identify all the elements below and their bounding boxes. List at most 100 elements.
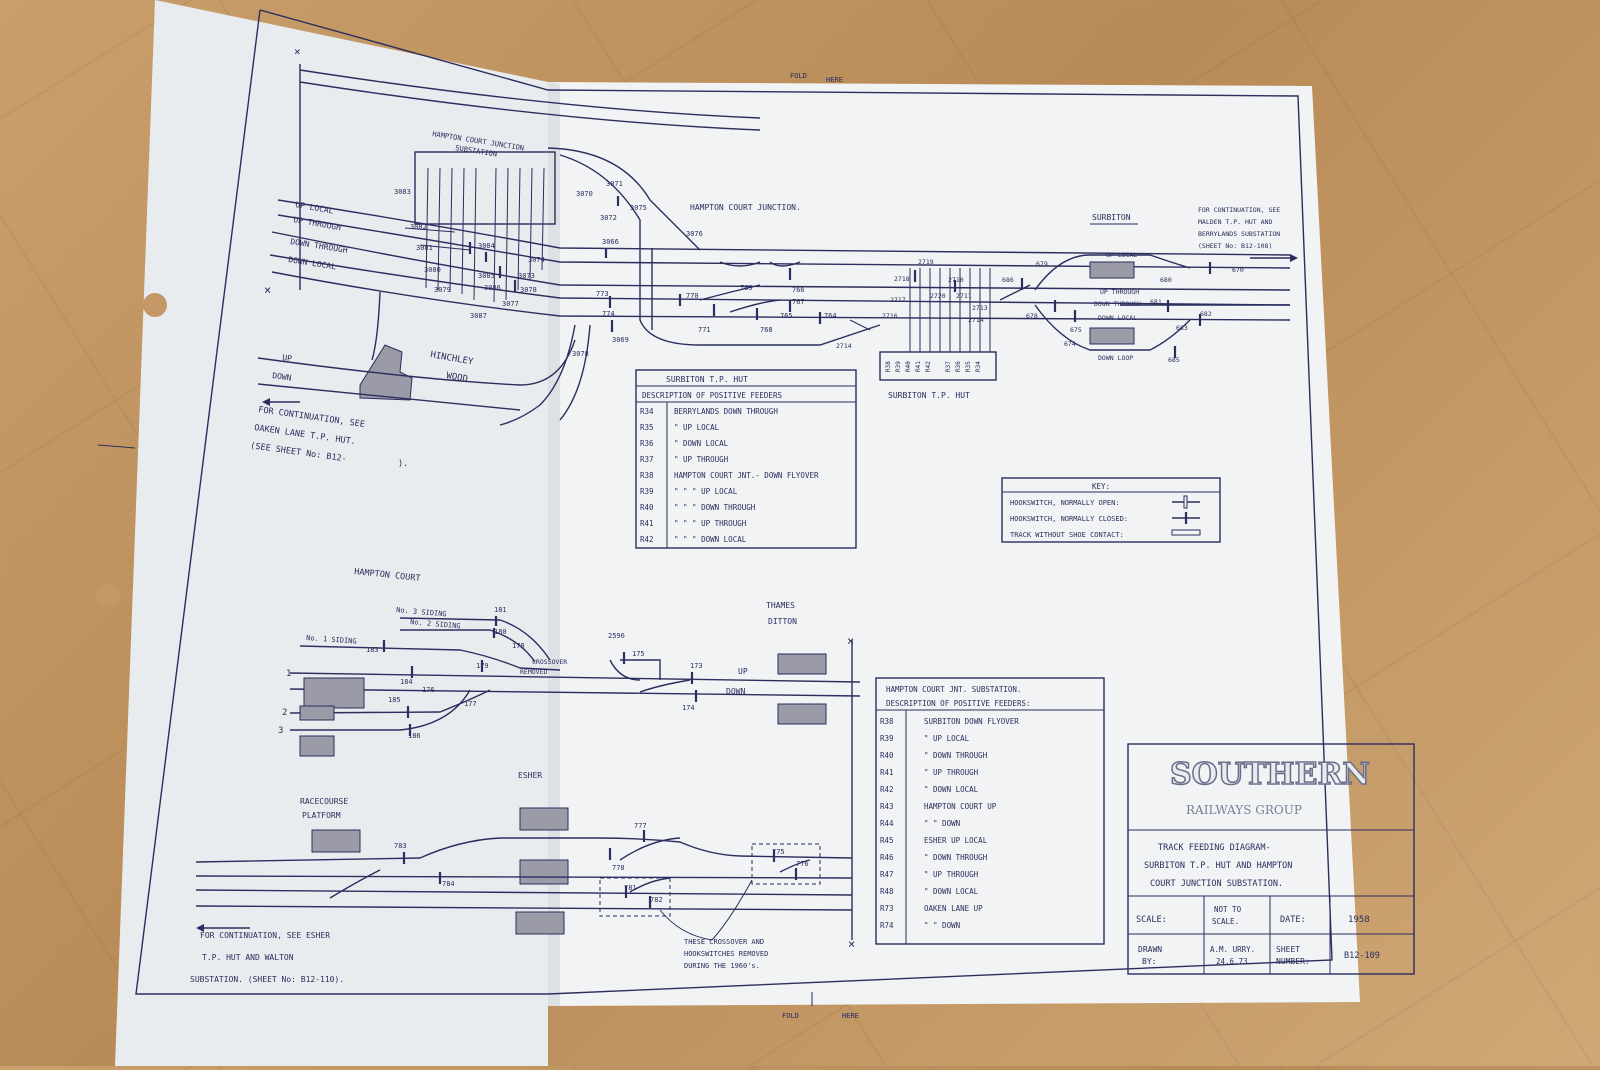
hampton-court-platform xyxy=(299,735,335,757)
southern-logo: SOUTHERN xyxy=(1170,757,1370,792)
svg-text:675: 675 xyxy=(1070,326,1082,334)
station-hampton-court-junction: HAMPTON COURT JUNCTION. xyxy=(690,203,801,212)
svg-text:UP LOCAL: UP LOCAL xyxy=(1106,251,1137,259)
thames-ditton-platform xyxy=(777,653,827,675)
page-fold xyxy=(548,82,560,1006)
svg-text:175: 175 xyxy=(632,650,645,658)
hampton-feeder-table xyxy=(875,677,1105,945)
removed-crossover-box xyxy=(751,843,821,885)
line-label: DOWN xyxy=(726,687,745,696)
svg-text:784: 784 xyxy=(442,880,455,888)
svg-text:185: 185 xyxy=(388,696,401,704)
svg-text:2711: 2711 xyxy=(956,292,972,300)
esher-hookswitches xyxy=(402,830,798,908)
railways-group-text: RAILWAYS GROUP xyxy=(1186,803,1302,817)
svg-text:3084: 3084 xyxy=(478,242,495,250)
svg-text:685: 685 xyxy=(1168,356,1180,364)
svg-text:R38: R38 xyxy=(640,471,654,480)
hampton-hookswitches xyxy=(382,616,698,736)
svg-text:686: 686 xyxy=(1002,276,1014,284)
svg-text:181: 181 xyxy=(494,606,507,614)
svg-text:3083: 3083 xyxy=(394,188,411,196)
svg-text:679: 679 xyxy=(1036,260,1048,268)
svg-text:678: 678 xyxy=(1026,312,1038,320)
svg-text:×: × xyxy=(294,45,301,58)
svg-text:R41: R41 xyxy=(915,361,922,372)
svg-text:3074: 3074 xyxy=(528,256,545,264)
svg-text:3086: 3086 xyxy=(484,284,501,292)
svg-text:" " " UP LOCAL: " " " UP LOCAL xyxy=(674,487,738,496)
svg-text:776: 776 xyxy=(796,860,809,868)
svg-text:R48: R48 xyxy=(880,887,894,896)
scale-label: SCALE: xyxy=(1136,915,1167,925)
svg-text:R34: R34 xyxy=(975,361,982,372)
svg-text:3069: 3069 xyxy=(612,336,629,344)
svg-text:×: × xyxy=(264,283,271,297)
surbiton-platform xyxy=(1089,261,1135,279)
surbiton-loops xyxy=(999,254,1290,351)
svg-text:R42: R42 xyxy=(925,361,932,372)
note-pointer xyxy=(711,879,753,941)
svg-text:R39: R39 xyxy=(895,361,902,372)
svg-text:782: 782 xyxy=(650,896,663,904)
left-page xyxy=(115,0,548,1066)
svg-text:3070: 3070 xyxy=(576,190,593,198)
svg-text:774: 774 xyxy=(602,310,615,318)
svg-text:R40: R40 xyxy=(640,503,654,512)
svg-text:TRACK FEEDING DIAGRAM-: TRACK FEEDING DIAGRAM- xyxy=(1158,843,1271,853)
svg-text:174: 174 xyxy=(682,704,695,712)
svg-text:R38: R38 xyxy=(880,717,894,726)
key-items: HOOKSWITCH, NORMALLY OPEN: HOOKSWITCH, N… xyxy=(1010,499,1128,539)
svg-text:COURT JUNCTION SUBSTATION.: COURT JUNCTION SUBSTATION. xyxy=(1150,879,1283,889)
svg-text:681: 681 xyxy=(1150,298,1162,306)
svg-text:R36: R36 xyxy=(955,361,962,372)
crossover-note: CROSSOVER xyxy=(532,658,567,666)
svg-text:FOR CONTINUATION, SEE: FOR CONTINUATION, SEE xyxy=(1198,206,1280,214)
svg-text:3087: 3087 xyxy=(470,312,487,320)
svg-text:" " DOWN: " " DOWN xyxy=(924,819,960,828)
svg-text:" DOWN THROUGH: " DOWN THROUGH xyxy=(924,853,988,862)
svg-text:DOWN LOOP: DOWN LOOP xyxy=(1098,354,1133,362)
svg-text:" " " DOWN THROUGH: " " " DOWN THROUGH xyxy=(674,503,756,512)
arrow-head xyxy=(262,398,270,406)
key-title: KEY: xyxy=(1092,482,1110,491)
hampton-court-platform xyxy=(299,705,335,721)
svg-text:775: 775 xyxy=(772,848,785,856)
surbiton-hookswitches xyxy=(913,262,1212,358)
svg-text:3076: 3076 xyxy=(686,230,703,238)
svg-text:3075: 3075 xyxy=(630,204,647,212)
svg-text:SURBITON T.P. HUT AND HAMPTON: SURBITON T.P. HUT AND HAMPTON xyxy=(1144,861,1292,871)
thames-ditton-platform xyxy=(777,703,827,725)
date-label: DATE: xyxy=(1280,915,1306,925)
svg-text:" " " UP THROUGH: " " " UP THROUGH xyxy=(674,519,747,528)
note-continuation-right: FOR CONTINUATION, SEE MALDEN T.P. HUT AN… xyxy=(1198,206,1280,250)
svg-text:ESHER UP LOCAL: ESHER UP LOCAL xyxy=(924,836,988,845)
svg-text:3078: 3078 xyxy=(520,286,537,294)
svg-text:3077: 3077 xyxy=(502,300,519,308)
svg-text:773: 773 xyxy=(596,290,609,298)
platform-number: 3 xyxy=(278,726,283,736)
title-description: TRACK FEEDING DIAGRAM- SURBITON T.P. HUT… xyxy=(1144,843,1292,889)
svg-text:R40: R40 xyxy=(880,751,894,760)
table-subtitle: DESCRIPTION OF POSITIVE FEEDERS: xyxy=(886,699,1031,708)
svg-text:).: ). xyxy=(398,459,408,469)
svg-text:R38: R38 xyxy=(885,361,892,372)
junction-hookswitches xyxy=(468,196,822,332)
svg-text:768: 768 xyxy=(760,326,773,334)
svg-text:178: 178 xyxy=(512,642,525,650)
svg-text:2718: 2718 xyxy=(894,275,910,283)
svg-text:2720: 2720 xyxy=(930,292,946,300)
table-subtitle: DESCRIPTION OF POSITIVE FEEDERS xyxy=(642,391,782,400)
note-continuation-esher: FOR CONTINUATION, SEE ESHER T.P. HUT AND… xyxy=(190,931,344,984)
svg-text:770: 770 xyxy=(686,292,699,300)
svg-text:176: 176 xyxy=(422,686,435,694)
svg-text:186: 186 xyxy=(408,732,421,740)
svg-text:R47: R47 xyxy=(880,870,894,879)
sheet-label: SHEET xyxy=(1276,945,1300,954)
table-title: SURBITON T.P. HUT xyxy=(666,375,748,384)
svg-text:3085: 3085 xyxy=(478,272,495,280)
svg-text:2716: 2716 xyxy=(882,312,898,320)
fold-mark: HERE xyxy=(826,76,843,84)
svg-text:3066: 3066 xyxy=(602,238,619,246)
